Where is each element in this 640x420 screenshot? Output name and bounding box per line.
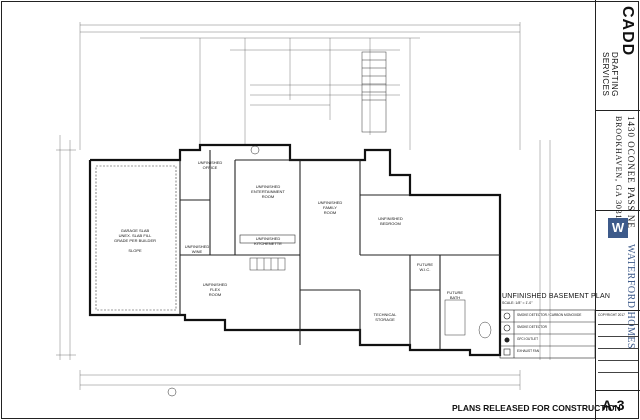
room-family: UNFINISHED FAMILY ROOM bbox=[317, 200, 343, 215]
legend-item-smoke-co: SMOKE DETECTOR / CARBON MONOXIDE bbox=[517, 313, 582, 317]
company-name-line3: SERVICES bbox=[601, 52, 610, 97]
released-stamp: PLANS RELEASED FOR CONSTRUCTION bbox=[452, 403, 621, 413]
title-block: CADD DRAFTING SERVICES 1430 OCONEE PASS … bbox=[595, 0, 640, 420]
legend-item-smoke: SMOKE DETECTOR bbox=[517, 325, 547, 329]
room-entertainment: UNFINISHED ENTERTAINMENT ROOM bbox=[251, 184, 285, 199]
room-bath: FUTURE BATH bbox=[446, 290, 464, 300]
room-closet: FUTURE W.I.C. bbox=[416, 262, 434, 272]
legend-item-exhaust: EXHAUST FAN bbox=[517, 349, 540, 353]
legend-item-gfci: GFCI OUTLET bbox=[517, 337, 539, 341]
room-wine: UNFINISHED WINE bbox=[184, 244, 210, 254]
room-garage: GARAGE SLAB UNEX. SLAB FILL GRADE PER BU… bbox=[113, 228, 156, 253]
company-logo-text: CADD bbox=[619, 6, 636, 57]
company-name-line2: DRAFTING bbox=[610, 52, 619, 97]
copyright-text: COPYRIGHT 2017 bbox=[598, 313, 625, 317]
sheet-number-panel: A-3 bbox=[596, 390, 640, 420]
waterford-logo-icon: W bbox=[608, 218, 628, 238]
address-line2: BROOKHAVEN, GA 30319 bbox=[614, 116, 623, 225]
room-kitchenette: UNFINISHED KITCHENETTE bbox=[254, 236, 282, 246]
plan-title: UNFINISHED BASEMENT PLAN bbox=[502, 293, 611, 300]
company-panel: CADD DRAFTING SERVICES bbox=[596, 0, 640, 111]
room-bedroom: UNFINISHED BEDROOM bbox=[378, 216, 403, 226]
room-technical: TECHNICAL STORAGE bbox=[373, 312, 397, 322]
room-flex: UNFINISHED FLEX ROOM bbox=[202, 282, 228, 297]
sheet-number: A-3 bbox=[602, 397, 625, 413]
address-panel: 1430 OCONEE PASS NE BROOKHAVEN, GA 30319 bbox=[596, 110, 640, 229]
room-office: UNFINISHED OFFICE bbox=[197, 160, 223, 170]
client-panel: W WATERFORD HOMES bbox=[596, 210, 640, 349]
info-panel: COPYRIGHT 2017 bbox=[596, 310, 640, 391]
plan-scale: SCALE: 1/8" = 1'-0" bbox=[502, 301, 533, 305]
